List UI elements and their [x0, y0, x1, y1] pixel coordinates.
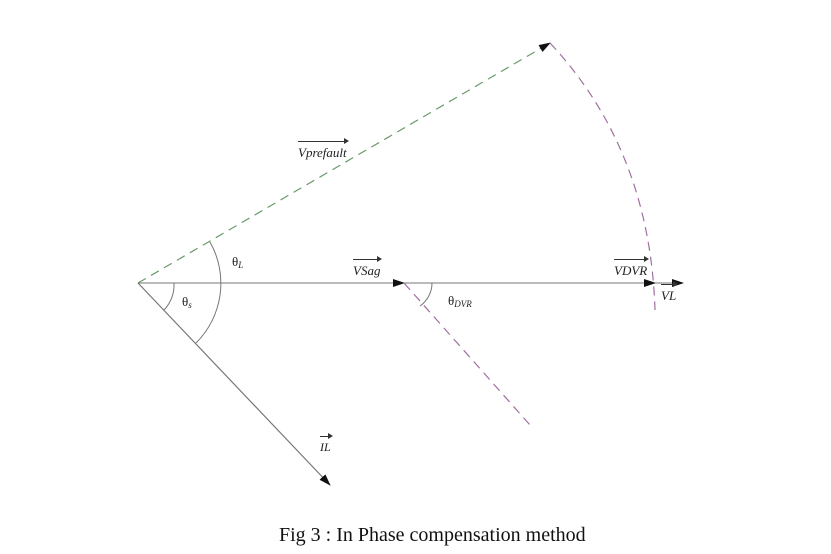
- v-prefault-vector: [137, 42, 551, 284]
- theta-s-label: θs: [182, 294, 192, 310]
- i-l-vector: [137, 282, 331, 486]
- i-l-text: IL: [320, 433, 333, 454]
- figure-caption: Fig 3 : In Phase compensation method: [279, 524, 586, 546]
- i-l-label: IL: [320, 433, 333, 455]
- v-dvr-label: VDVR: [614, 256, 650, 279]
- theta-dvr-label: θDVR: [448, 293, 472, 309]
- theta-symbol: θ: [448, 293, 455, 308]
- theta-symbol: θ: [232, 254, 239, 269]
- theta-l-arc: [195, 241, 222, 344]
- v-sag-label: VSag: [353, 256, 383, 279]
- v-l-text: VL: [661, 281, 679, 303]
- v-prefault-label: Vprefault: [298, 138, 349, 161]
- theta-dvr-arc: [419, 282, 433, 307]
- theta-s-sub: s: [188, 300, 192, 310]
- dvr-angle-reference-line: [403, 282, 531, 426]
- theta-symbol: θ: [182, 294, 189, 309]
- v-l-label: VL: [661, 281, 679, 304]
- compensation-arc: [549, 42, 656, 311]
- theta-s-arc: [163, 282, 175, 311]
- theta-dvr-sub: DVR: [454, 299, 472, 309]
- theta-l-label: θL: [232, 254, 243, 270]
- v-prefault-text: Vprefault: [298, 138, 349, 160]
- v-sag-text: VSag: [353, 256, 383, 278]
- theta-l-sub: L: [238, 260, 244, 270]
- v-dvr-text: VDVR: [614, 256, 650, 278]
